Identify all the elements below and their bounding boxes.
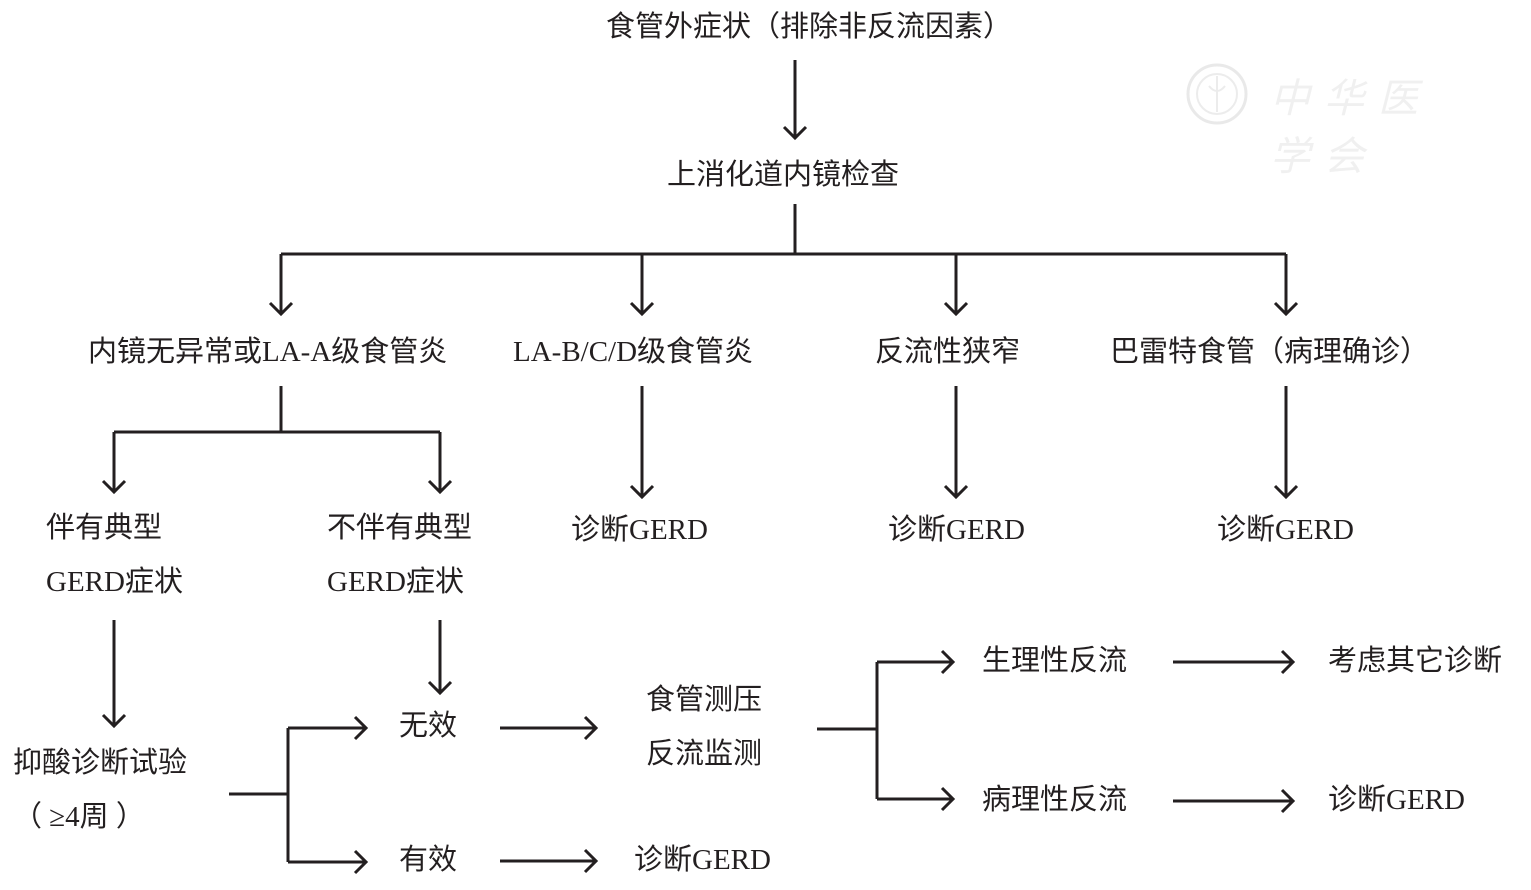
node-dx-stricture: 诊断GERD [888, 514, 1025, 546]
node-without-typical-line2: GERD症状 [327, 566, 464, 598]
watermark-text: 中华医学会 [1270, 76, 1432, 180]
node-ineffective: 无效 [399, 710, 458, 742]
arrowhead-barrett [1273, 301, 1299, 317]
arrowhead-dx-stricture [943, 484, 969, 500]
arrowhead-normal-or-la-a [268, 301, 294, 317]
node-la-bcd: LA-B/C/D级食管炎 [513, 336, 754, 368]
arrowhead-ineffective-from-without [427, 680, 453, 696]
arrowhead-pathologic [940, 786, 956, 812]
node-without-typical: 不伴有典型 GERD症状 [327, 501, 472, 609]
node-without-typical-line1: 不伴有典型 [327, 512, 473, 544]
node-endoscopy: 上消化道内镜检查 [667, 159, 900, 191]
node-with-typical-line1: 伴有典型 [46, 512, 163, 544]
node-dx-barrett: 诊断GERD [1217, 514, 1354, 546]
node-ppi-trial-line1: 抑酸诊断试验 [13, 747, 188, 779]
arrowhead-without-typical [427, 479, 453, 495]
arrowhead-effective [353, 849, 369, 875]
node-stricture: 反流性狭窄 [875, 336, 1021, 368]
node-manometry-line2: 反流监测 [646, 738, 763, 770]
node-dx-effective: 诊断GERD [634, 844, 771, 876]
node-dx-la-bcd: 诊断GERD [571, 514, 708, 546]
node-dx-pathologic: 诊断GERD [1328, 784, 1465, 816]
arrowhead-dx-effective [583, 848, 599, 874]
node-ppi-trial-line2: （ ≥4周 ） [13, 801, 145, 833]
node-manometry-line1: 食管测压 [646, 684, 763, 716]
node-with-typical-line2: GERD症状 [46, 566, 183, 598]
arrowhead-ineffective [353, 715, 369, 741]
arrowhead-dx-la-bcd [629, 484, 655, 500]
arrowhead-ppi-trial [101, 713, 127, 729]
node-normal-or-la-a: 内镜无异常或LA-A级食管炎 [88, 336, 448, 368]
arrowhead-dx-pathologic [1280, 788, 1296, 814]
arrowhead-physiologic [940, 649, 956, 675]
arrowhead-stricture [943, 301, 969, 317]
arrowhead-endoscopy [782, 125, 808, 141]
arrowhead-la-bcd [629, 301, 655, 317]
society-seal-icon [1186, 63, 1248, 125]
node-pathologic: 病理性反流 [982, 784, 1128, 816]
node-physiologic: 生理性反流 [982, 645, 1128, 677]
arrowhead-dx-barrett [1273, 484, 1299, 500]
watermark: 中华医学会 [1185, 62, 1485, 180]
node-root: 食管外症状（排除非反流因素） [606, 11, 1013, 43]
arrowhead-with-typical [101, 479, 127, 495]
node-other-dx: 考虑其它诊断 [1328, 645, 1503, 677]
node-barrett: 巴雷特食管（病理确诊） [1110, 336, 1430, 368]
node-ppi-trial: 抑酸诊断试验 （ ≥4周 ） [13, 736, 187, 844]
node-effective: 有效 [399, 844, 458, 876]
node-with-typical: 伴有典型 GERD症状 [46, 501, 183, 609]
node-manometry: 食管测压 反流监测 [646, 673, 762, 781]
arrowhead-manometry [583, 715, 599, 741]
arrowhead-other-dx [1280, 649, 1296, 675]
